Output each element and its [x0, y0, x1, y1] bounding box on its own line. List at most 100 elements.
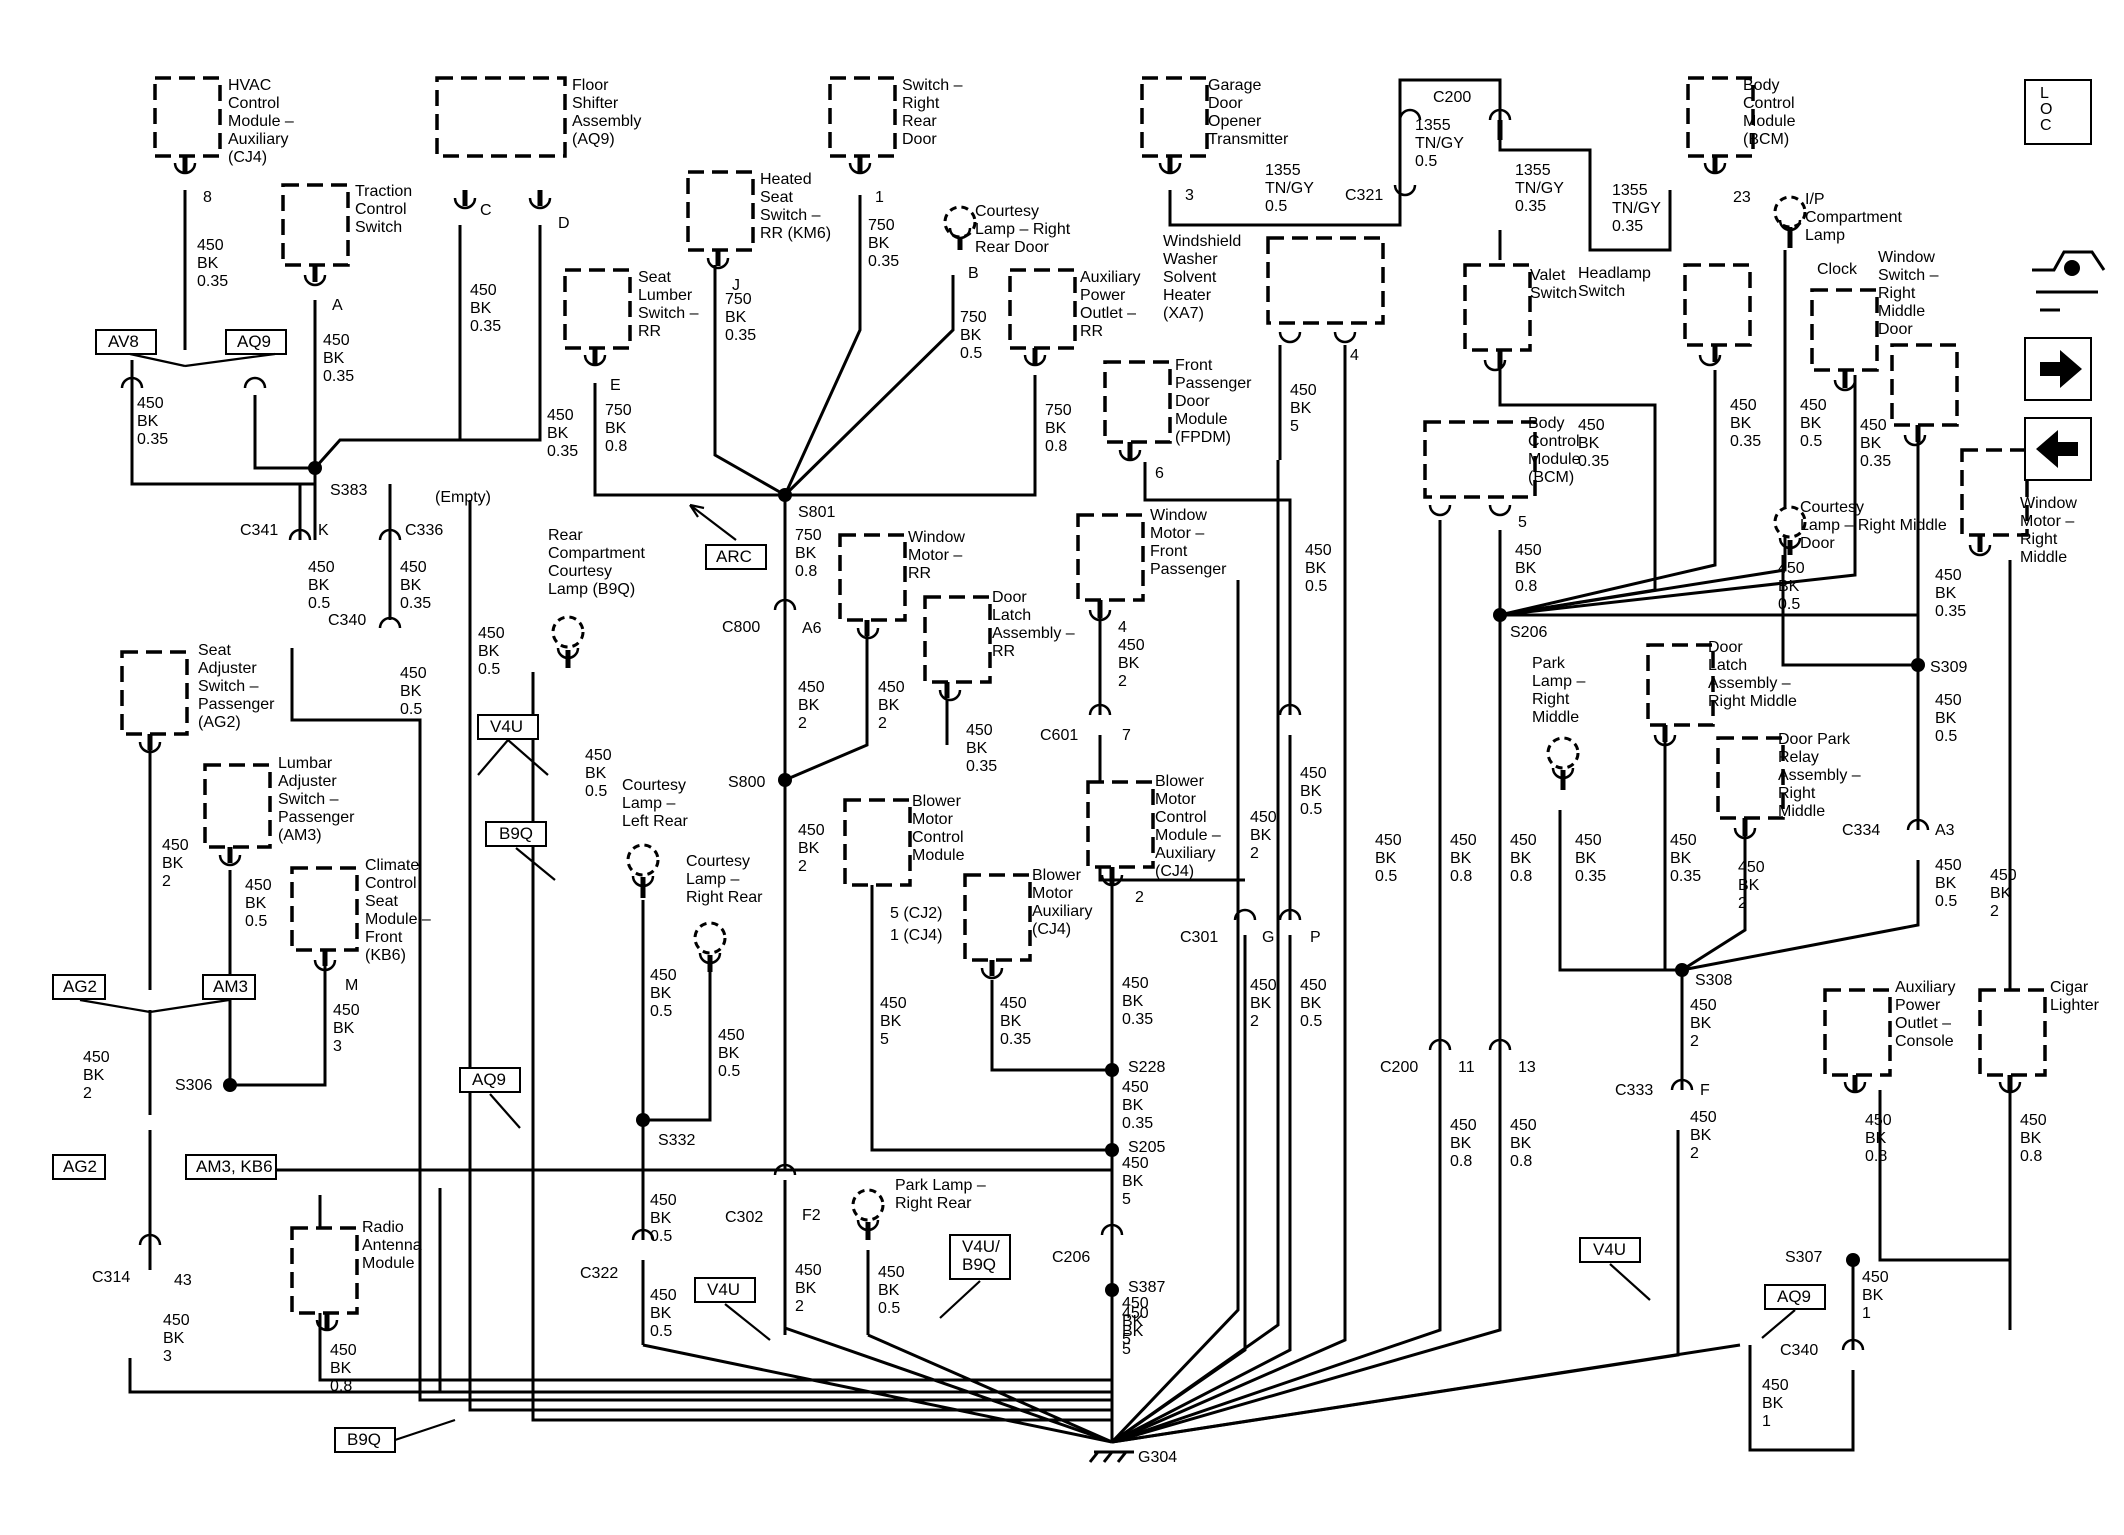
pin-p43: 43	[174, 1272, 192, 1289]
garage-opener	[1140, 76, 1209, 158]
aux-power-outlet-rr	[1008, 268, 1077, 350]
option-aq9-1: AQ9	[237, 332, 271, 351]
pin-pA: A	[332, 297, 343, 314]
park-lamp-right-rear	[851, 1188, 885, 1222]
door-park-relay	[1716, 736, 1785, 820]
ground-symbol-G304	[1088, 1450, 1134, 1463]
loc-button[interactable]	[2024, 79, 2092, 145]
pin-pE: E	[610, 377, 621, 394]
connector-c800: C800	[722, 619, 760, 636]
window-switch-rm	[1890, 343, 1959, 427]
seat-adjuster-switch	[120, 650, 189, 736]
window-motor-rm	[1960, 448, 2029, 537]
aux-power-outlet-console	[1823, 988, 1892, 1077]
blower-control-aux	[1086, 780, 1155, 869]
pin-pM: M	[345, 977, 358, 994]
components	[120, 76, 2047, 1315]
pin-p5cj2: 5 (CJ2)	[890, 905, 942, 922]
pin-p23: 23	[1733, 189, 1751, 206]
splice-S228	[1105, 1063, 1119, 1077]
cigar-lighter	[1978, 988, 2047, 1077]
option-am3_kb6-8: AM3, KB6	[196, 1157, 273, 1176]
pin-p1: 1	[875, 189, 884, 206]
connector-c200a: C200	[1433, 89, 1471, 106]
courtesy-lamp-right-rear	[693, 921, 727, 955]
connector-c341: C341	[240, 522, 278, 539]
connector-c322: C322	[580, 1265, 618, 1282]
pin-p7: 7	[1122, 727, 1131, 744]
splice-g304: G304	[1138, 1449, 1177, 1466]
headlamp-switch	[1683, 263, 1752, 347]
window-motor-rr	[838, 533, 907, 622]
pin-p4: 4	[1350, 347, 1359, 364]
connector-c340a: C340	[328, 612, 366, 629]
splice-S800	[778, 773, 792, 787]
car-schematic-icon[interactable]	[2032, 250, 2106, 312]
splice-s228: S228	[1128, 1059, 1165, 1076]
splice-S308	[1675, 963, 1689, 977]
connector-c321: C321	[1345, 187, 1383, 204]
splice-S206	[1493, 608, 1507, 622]
splice-dots	[223, 461, 1925, 1297]
option-ag2-5: AG2	[63, 977, 97, 996]
pin-pD: D	[558, 215, 570, 232]
rear-compartment-lamp	[551, 615, 585, 649]
switch-right-rear-door	[828, 76, 897, 158]
label-park-rr: Park Lamp –Right Rear	[895, 1177, 986, 1212]
arrow-left-icon	[2036, 430, 2078, 468]
splice-S383	[308, 461, 322, 475]
splice-S309	[1911, 658, 1925, 672]
pin-pG: G	[1262, 929, 1274, 946]
label-empty: (Empty)	[435, 489, 491, 506]
courtesy-lamp-rm-door	[1773, 505, 1807, 539]
pin-pC: C	[480, 202, 492, 219]
pin-p11: 11	[1458, 1059, 1475, 1076]
connector-c206: C206	[1052, 1249, 1090, 1266]
splice-s801: S801	[798, 504, 835, 521]
wires	[128, 78, 2012, 1452]
splice-S332	[636, 1113, 650, 1127]
floor-shifter	[435, 76, 567, 158]
option-v4u-3: V4U	[490, 717, 523, 736]
option-b9q-12: B9Q	[347, 1430, 381, 1449]
